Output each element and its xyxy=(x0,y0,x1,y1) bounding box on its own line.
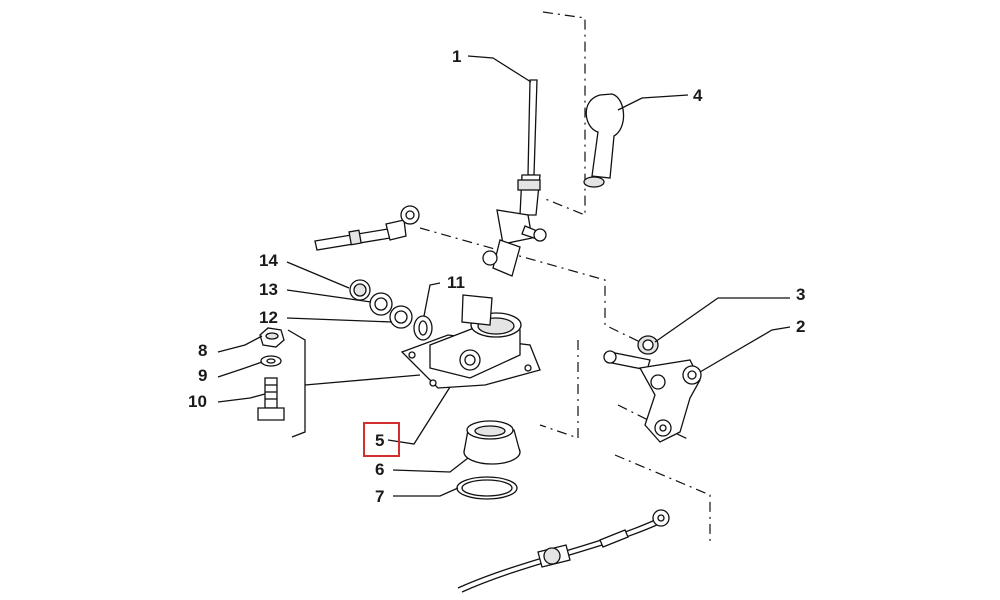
callout-1[interactable]: 1 xyxy=(452,47,461,66)
callout-2[interactable]: 2 xyxy=(796,317,805,336)
bush-13[interactable] xyxy=(369,292,393,316)
callout-6[interactable]: 6 xyxy=(375,460,384,479)
callout-11[interactable]: 11 xyxy=(447,273,465,292)
callout-labels: 1 2 3 4 5 6 7 8 9 10 11 12 13 14 xyxy=(188,47,805,506)
gear-lever[interactable] xyxy=(482,79,547,277)
callout-10[interactable]: 10 xyxy=(188,392,207,411)
leader-lines xyxy=(217,55,791,497)
clip-14[interactable] xyxy=(349,279,371,301)
gear-knob[interactable] xyxy=(583,93,625,188)
callout-14[interactable]: 14 xyxy=(259,251,278,270)
ring-11[interactable] xyxy=(413,315,433,341)
boot-seal[interactable] xyxy=(463,420,521,465)
o-ring[interactable] xyxy=(456,476,518,500)
bolt[interactable] xyxy=(257,377,285,421)
bush-12[interactable] xyxy=(389,305,413,329)
callout-13[interactable]: 13 xyxy=(259,280,278,299)
callout-8[interactable]: 8 xyxy=(198,341,207,360)
callout-5[interactable]: 5 xyxy=(375,431,384,450)
link-rod-upper[interactable] xyxy=(314,205,420,251)
callout-9[interactable]: 9 xyxy=(198,366,207,385)
selector-lever[interactable] xyxy=(603,350,702,443)
washer[interactable] xyxy=(260,355,282,367)
callout-3[interactable]: 3 xyxy=(796,285,805,304)
callout-12[interactable]: 12 xyxy=(259,308,278,327)
highlight-box-5 xyxy=(363,422,400,457)
nut[interactable] xyxy=(259,327,285,348)
lever-support-housing[interactable] xyxy=(400,294,541,389)
shift-cable[interactable] xyxy=(457,509,670,593)
callout-4[interactable]: 4 xyxy=(693,86,703,105)
spring-bush[interactable] xyxy=(637,335,659,355)
callout-7[interactable]: 7 xyxy=(375,487,384,506)
